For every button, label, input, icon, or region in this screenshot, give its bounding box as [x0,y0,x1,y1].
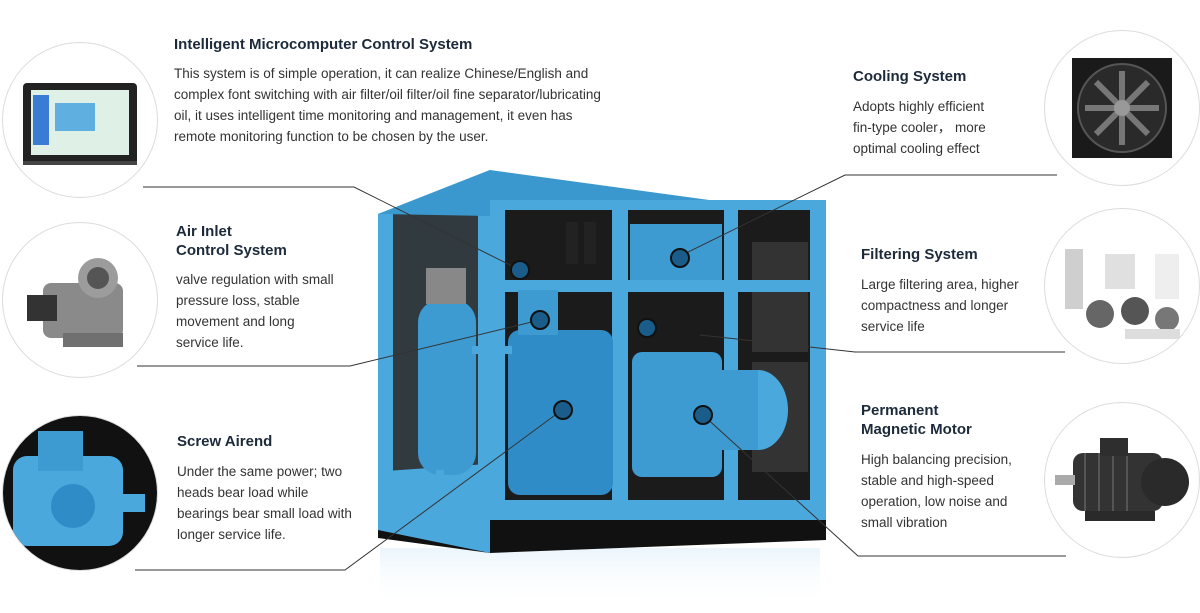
marker-filtering [637,318,657,338]
cooling-desc-line: fin-type cooler， more [853,120,986,135]
airend-icon [13,431,145,546]
filtering-desc-line: service life [861,319,925,334]
control-system-desc-line: complex font switching with air filter/o… [174,87,601,102]
screw-airend-desc-line: Under the same power; two [177,464,343,479]
motor-thumbnail [1044,402,1200,558]
cooling-thumbnail [1044,30,1200,186]
control-system-desc-line: remote monitoring function to be chosen … [174,129,489,144]
control-system-desc-line: This system is of simple operation, it c… [174,66,589,81]
marker-cooling [670,248,690,268]
control-system-desc-line: oil, it uses intelligent time monitoring… [174,108,573,123]
motor-title-line: Magnetic Motor [861,421,972,438]
motor-desc-line: small vibration [861,515,948,530]
intake-valve-icon [27,258,123,347]
electric-motor-icon [1055,438,1189,521]
motor-desc-line: High balancing precision, [861,452,1012,467]
air-inlet-thumbnail [2,222,158,378]
marker-air-inlet [530,310,550,330]
marker-screw [553,400,573,420]
screw-airend-thumbnail [2,415,158,571]
air-inlet-desc-line: pressure loss, stable [176,293,300,308]
cooling-title: Cooling System [853,68,967,85]
screw-airend-desc-line: bearings bear small load with [177,506,352,521]
air-inlet-desc-line: movement and long [176,314,295,329]
screw-airend-callout: Screw Airend Under the same power; two h… [177,432,387,545]
filtering-desc-line: Large filtering area, higher [861,277,1019,292]
air-inlet-desc-line: valve regulation with small [176,272,334,287]
air-inlet-callout: Air Inlet Control System valve regulatio… [176,222,376,353]
filters-icon [1065,249,1180,339]
marker-motor [693,405,713,425]
filtering-thumbnail [1044,208,1200,364]
motor-callout: Permanent Magnetic Motor High balancing … [861,401,1041,533]
motor-desc-line: stable and high-speed [861,473,994,488]
touchscreen-icon [23,83,137,165]
control-system-callout: Intelligent Microcomputer Control System… [174,35,654,147]
motor-title-line: Permanent [861,402,939,419]
cooling-desc-line: optimal cooling effect [853,141,980,156]
control-system-title: Intelligent Microcomputer Control System [174,36,473,53]
air-inlet-desc-line: service life. [176,335,244,350]
air-inlet-title-line: Air Inlet [176,223,232,240]
callout-markers [510,248,713,425]
screw-airend-desc-line: heads bear load while [177,485,309,500]
marker-control [510,260,530,280]
filtering-desc-line: compactness and longer [861,298,1009,313]
filtering-callout: Filtering System Large filtering area, h… [861,245,1041,337]
motor-desc-line: operation, low noise and [861,494,1008,509]
filtering-title: Filtering System [861,246,978,263]
screw-airend-desc-line: longer service life. [177,527,286,542]
cooling-callout: Cooling System Adopts highly efficient f… [853,67,1043,159]
control-panel-thumbnail [2,42,158,198]
fan-icon [1072,58,1172,158]
screw-airend-title: Screw Airend [177,433,273,450]
air-inlet-title-line: Control System [176,242,287,259]
cooling-desc-line: Adopts highly efficient [853,99,985,114]
